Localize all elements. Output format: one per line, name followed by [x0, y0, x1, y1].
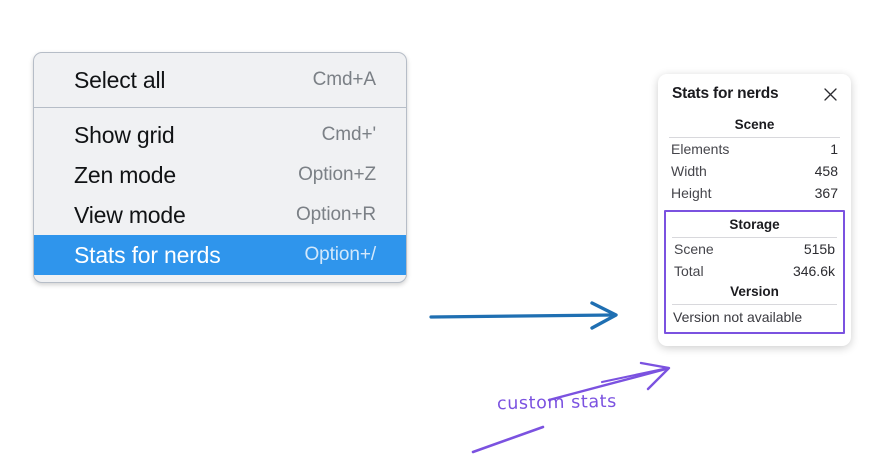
menu-divider [34, 107, 406, 108]
menu-item-label: Stats for nerds [74, 241, 221, 268]
purple-underline-stroke [471, 425, 545, 454]
stats-row-value: 367 [814, 185, 838, 201]
stats-for-nerds-panel: Stats for nerds Scene Elements 1 Width 4… [658, 74, 851, 346]
menu-item-view-mode[interactable]: View mode Option+R [34, 195, 406, 235]
section-rule [669, 137, 840, 138]
section-heading-storage: Storage [729, 217, 780, 232]
menu-item-zen-mode[interactable]: Zen mode Option+Z [34, 155, 406, 195]
menu-item-shortcut: Option+R [296, 204, 376, 225]
menu-item-shortcut: Cmd+A [312, 69, 376, 90]
menu-item-show-grid[interactable]: Show grid Cmd+' [34, 115, 406, 155]
stats-row-value: 458 [814, 163, 838, 179]
stats-section-storage: Storage Scene 515b Total 346.6k [666, 215, 843, 282]
stats-row-storage-total: Total 346.6k [666, 260, 843, 282]
stats-row-width: Width 458 [658, 160, 851, 182]
menu-item-label: Zen mode [74, 161, 176, 188]
stats-row-storage-scene: Scene 515b [666, 238, 843, 260]
context-menu-group-2: Show grid Cmd+' Zen mode Option+Z View m… [34, 108, 406, 282]
stats-row-key: Height [671, 185, 712, 201]
stats-row-value: 1 [830, 141, 838, 157]
stats-row-key: Width [671, 163, 707, 179]
menu-item-label: Show grid [74, 121, 175, 148]
stats-row-height: Height 367 [658, 182, 851, 204]
stats-row-key: Total [674, 263, 704, 279]
canvas-context-menu[interactable]: Select all Cmd+A Show grid Cmd+' Zen mod… [33, 52, 407, 283]
context-menu-group-1: Select all Cmd+A [34, 53, 406, 107]
stats-section-scene: Scene Elements 1 Width 458 Height 367 [658, 115, 851, 204]
menu-item-label: Select all [74, 66, 166, 93]
section-rule [672, 304, 837, 305]
menu-item-shortcut: Option+/ [304, 244, 376, 265]
section-rule [672, 237, 837, 238]
section-heading-version: Version [730, 284, 779, 299]
menu-item-select-all[interactable]: Select all Cmd+A [34, 60, 406, 100]
custom-stats-region: Storage Scene 515b Total 346.6k Version … [664, 210, 845, 334]
stats-row-key: Scene [674, 241, 714, 257]
stats-row-key: Elements [671, 141, 730, 157]
stats-row-value: 346.6k [792, 263, 835, 279]
stats-panel-titlebar: Stats for nerds [658, 85, 851, 103]
menu-item-shortcut: Cmd+' [321, 124, 376, 145]
menu-item-shortcut: Option+Z [298, 164, 376, 185]
stats-panel-title: Stats for nerds [672, 85, 779, 102]
blue-pointer-arrow [429, 301, 618, 330]
stats-row-value: 515b [803, 241, 835, 257]
stats-row-version-text: Version not available [673, 309, 803, 325]
section-heading-scene: Scene [734, 117, 775, 132]
stats-section-version: Version Version not available [666, 282, 843, 327]
menu-item-stats-for-nerds[interactable]: Stats for nerds Option+/ [34, 235, 406, 275]
handwritten-note-custom-stats: custom stats [496, 391, 618, 415]
close-icon[interactable] [822, 86, 839, 103]
stats-row-elements: Elements 1 [658, 138, 851, 160]
menu-item-label: View mode [74, 201, 186, 228]
